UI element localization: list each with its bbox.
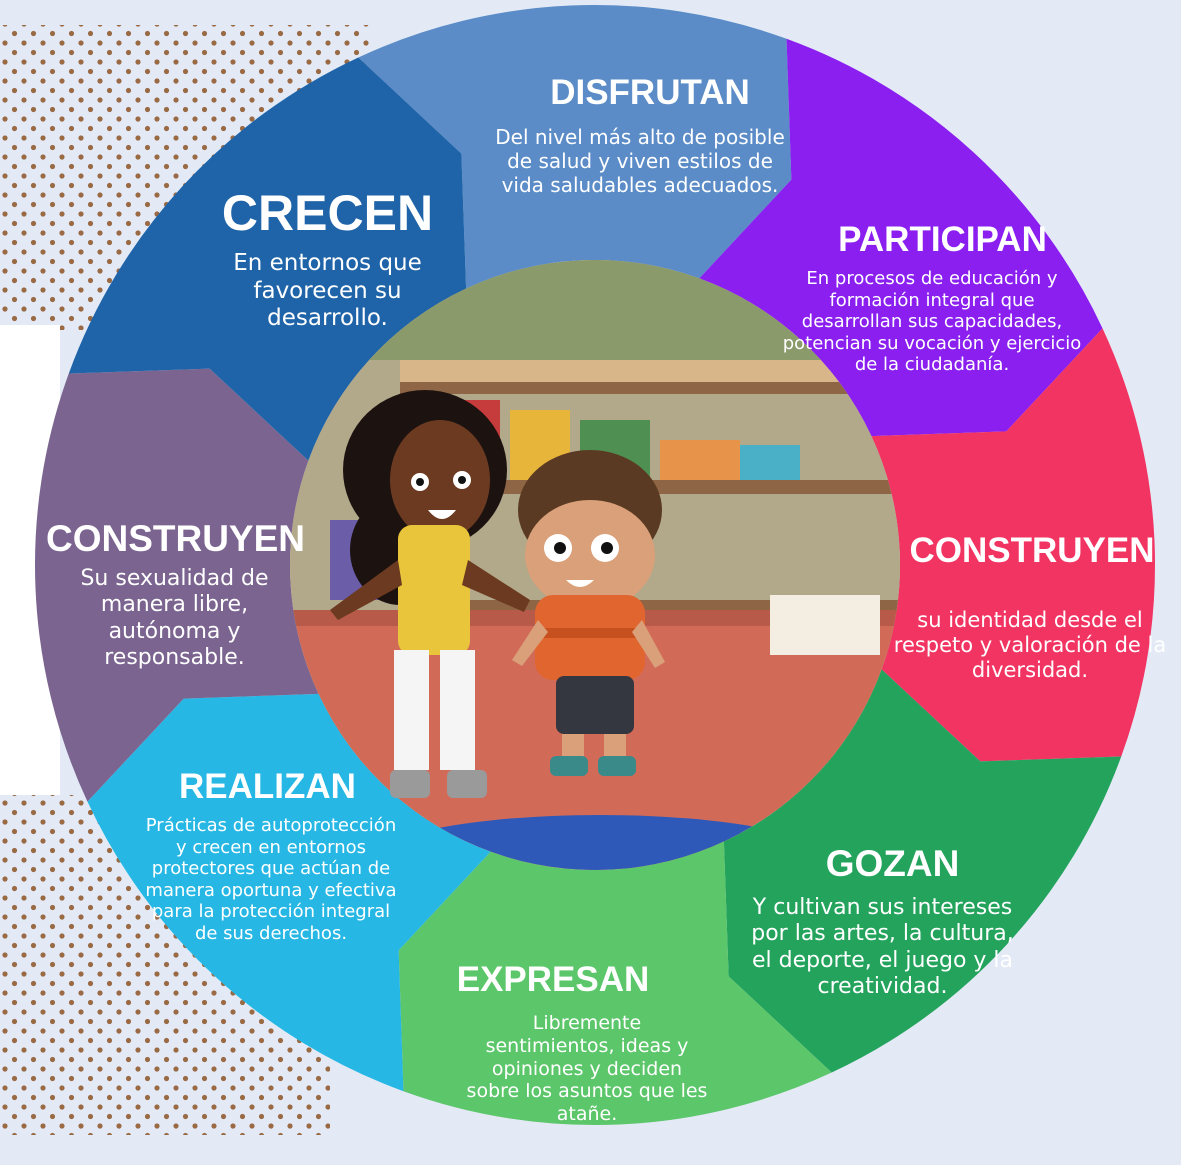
segment-description-realizan: Prácticas de autoprotección y crecen en … [145, 815, 397, 944]
segment-description-crecen: En entornos que favorecen su desarrollo. [233, 250, 422, 332]
segment-title-expresan: EXPRESAN [456, 960, 650, 999]
segment-title-gozan: GOZAN [825, 843, 960, 884]
ring-segment [87, 693, 491, 1092]
segment-title-construyen-identidad: CONSTRUYEN [909, 531, 1155, 570]
ring [34, 4, 1155, 1125]
segment-title-crecen: CRECEN [221, 185, 434, 241]
ring-segment [723, 669, 1122, 1073]
segment-description-construyen-sexualidad: Su sexualidad de manera libre, autónoma … [80, 566, 269, 671]
segment-description-disfrutan: Del nivel más alto de posible de salud y… [495, 125, 785, 197]
segment-title-disfrutan: DISFRUTAN [550, 73, 750, 112]
ring-segment [34, 368, 319, 802]
woman-figure [330, 390, 530, 798]
segment-description-expresan: Libremente sentimientos, ideas y opinion… [466, 1012, 708, 1126]
segment-description-construyen-identidad: su identidad desde el respeto y valoraci… [893, 608, 1167, 683]
segment-description-gozan: Y cultivan sus intereses por las artes, … [751, 895, 1014, 1000]
segment-description-participan: En procesos de educación y formación int… [782, 268, 1082, 376]
ring-segment [699, 38, 1103, 437]
ring-segment [68, 57, 467, 461]
boy-figure [512, 450, 665, 776]
segment-title-realizan: REALIZAN [179, 767, 356, 806]
segment-title-construyen-sexualidad: CONSTRUYEN [45, 518, 306, 559]
ring-segment [358, 4, 792, 289]
ring-segment [871, 328, 1155, 762]
segment-title-participan: PARTICIPAN [838, 220, 1047, 259]
ring-segment [398, 841, 832, 1125]
